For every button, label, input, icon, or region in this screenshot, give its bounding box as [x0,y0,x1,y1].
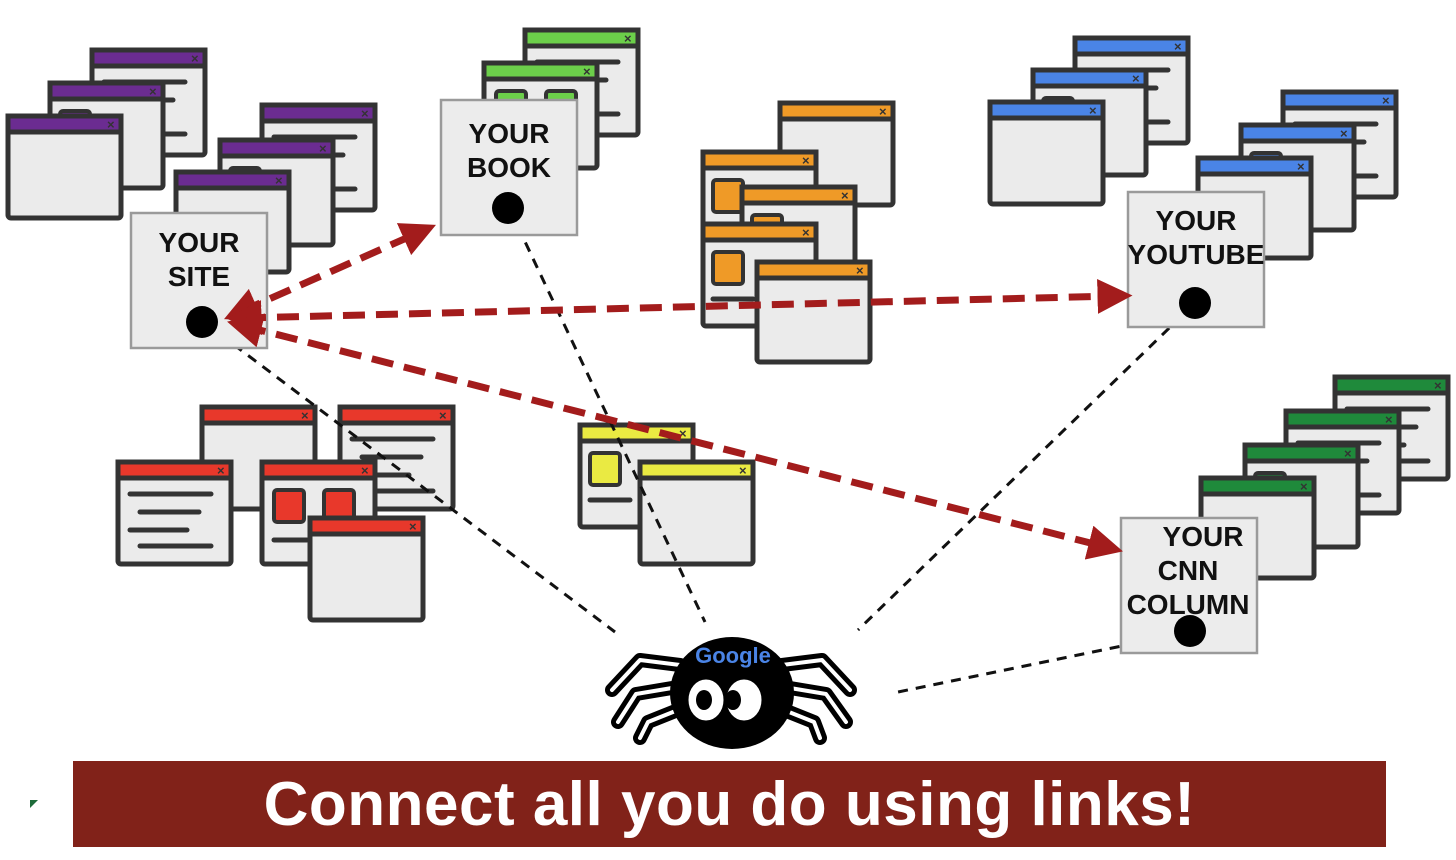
link-node-dot [186,306,218,338]
close-x-icon: × [856,263,864,278]
close-x-icon: × [624,31,632,46]
browser-window-icon: × [118,462,231,564]
card-book-line-2: BOOK [467,152,551,183]
close-x-icon: × [1089,103,1097,118]
card-youtube-line-1: YOUR [1156,205,1237,236]
close-x-icon: × [439,408,447,423]
browser-window-icon: × [757,262,870,362]
browser-window-icon: × [8,116,121,218]
close-x-icon: × [217,463,225,478]
card-your-youtube: YOUR YOUTUBE [1128,192,1265,327]
browser-window-icon: × [990,102,1103,204]
close-x-icon: × [1344,446,1352,461]
close-x-icon: × [802,225,810,240]
close-x-icon: × [1434,378,1442,393]
close-x-icon: × [1300,479,1308,494]
close-x-icon: × [583,64,591,79]
card-book-line-1: YOUR [469,118,550,149]
browser-window-icon: × [640,462,753,564]
card-cnn-line-2: CNN [1158,555,1219,586]
link-node-dot [1179,287,1211,319]
google-logo-text: Google [695,643,771,668]
close-x-icon: × [1174,39,1182,54]
link-node-dot [1174,615,1206,647]
close-x-icon: × [319,141,327,156]
card-your-book: YOUR BOOK [441,100,577,235]
close-x-icon: × [409,519,417,534]
link-node-dot [492,192,524,224]
card-youtube-line-2: YOUTUBE [1128,239,1265,270]
card-your-cnn-column: YOUR CNN COLUMN [1121,518,1257,653]
card-site-line-2: SITE [168,261,230,292]
close-x-icon: × [1382,93,1390,108]
close-x-icon: × [1297,159,1305,174]
card-site-line-1: YOUR [159,227,240,258]
card-cnn-line-1: YOUR [1163,521,1244,552]
close-x-icon: × [301,408,309,423]
corner-mark [30,800,38,808]
close-x-icon: × [841,188,849,203]
close-x-icon: × [1385,412,1393,427]
close-x-icon: × [191,51,199,66]
close-x-icon: × [275,173,283,188]
banner-text: Connect all you do using links! [264,769,1196,840]
close-x-icon: × [1132,71,1140,86]
close-x-icon: × [361,463,369,478]
close-x-icon: × [149,84,157,99]
banner: Connect all you do using links! [73,761,1386,847]
close-x-icon: × [1340,126,1348,141]
browser-window-icon: × [310,518,423,620]
google-spider-icon: Google [612,637,850,749]
close-x-icon: × [802,153,810,168]
close-x-icon: × [739,463,747,478]
close-x-icon: × [107,117,115,132]
close-x-icon: × [361,106,369,121]
arrow-to-youtube [244,296,1115,318]
close-x-icon: × [879,104,887,119]
